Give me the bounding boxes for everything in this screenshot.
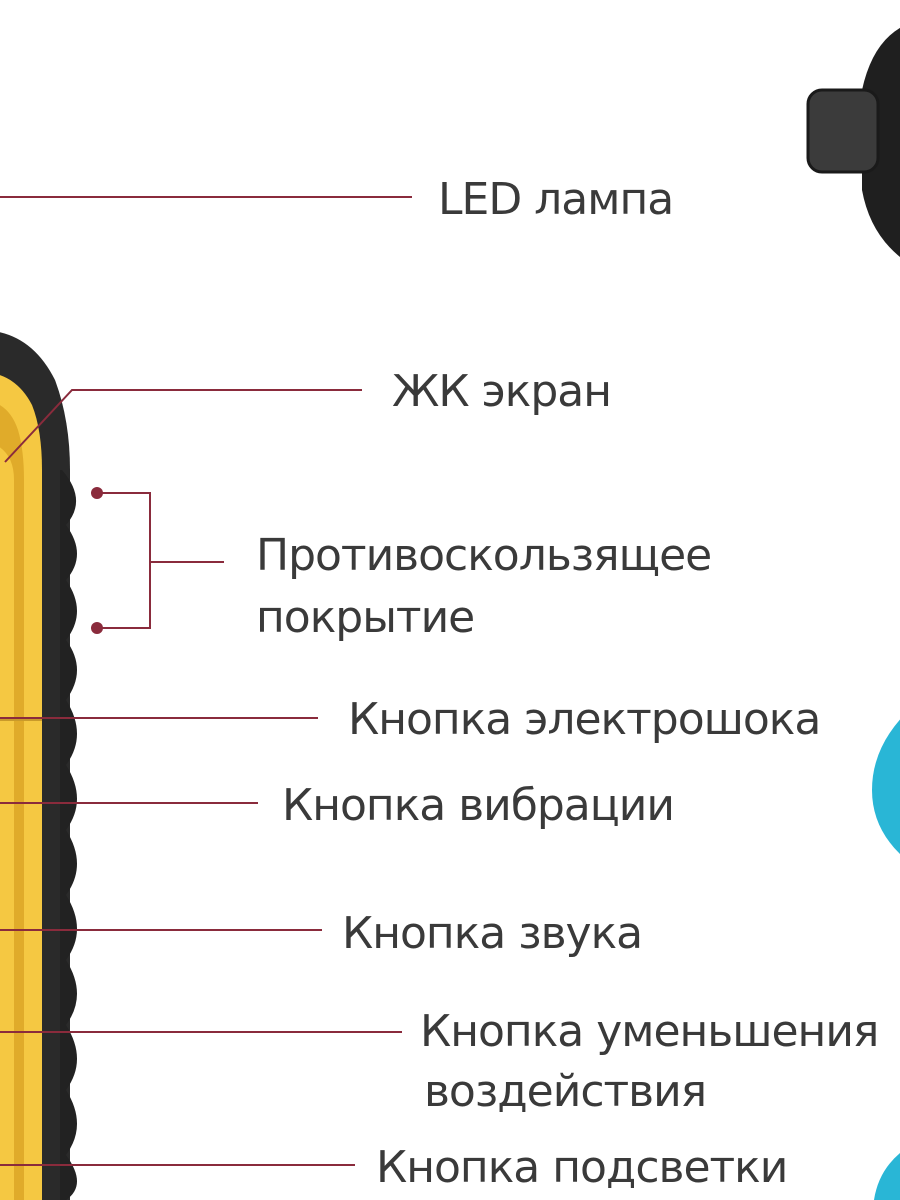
labels: LED лампа ЖК экран Противоскользящее пок… (256, 174, 879, 1193)
leader-lcd-screen (4, 389, 362, 463)
label-vibration-button: Кнопка вибрации (282, 780, 674, 831)
collar-button-stub (806, 88, 880, 174)
label-backlight-button: Кнопка подсветки (376, 1142, 787, 1193)
leader-anti-slip-bracket (97, 492, 151, 629)
remote-device (0, 332, 77, 1200)
label-lcd-screen: ЖК экран (392, 366, 611, 417)
label-led-lamp: LED лампа (438, 174, 673, 225)
remote-inner-edge (0, 405, 24, 1200)
label-sound-button: Кнопка звука (342, 908, 642, 959)
label-anti-slip-line2: покрытие (256, 592, 474, 643)
cyan-accent-upper (872, 719, 900, 854)
leader-lines (0, 196, 412, 1166)
label-shock-button: Кнопка электрошока (348, 694, 820, 745)
label-decrease-line2: воздействия (424, 1066, 706, 1117)
cyan-accent-lower (874, 1153, 900, 1200)
collar-body (862, 27, 900, 257)
label-decrease-line1: Кнопка уменьшения (420, 1006, 878, 1057)
anti-slip-grip-bumps (60, 470, 77, 1200)
collar-receiver (806, 27, 900, 1200)
label-anti-slip-line1: Противоскользящее (256, 530, 711, 581)
